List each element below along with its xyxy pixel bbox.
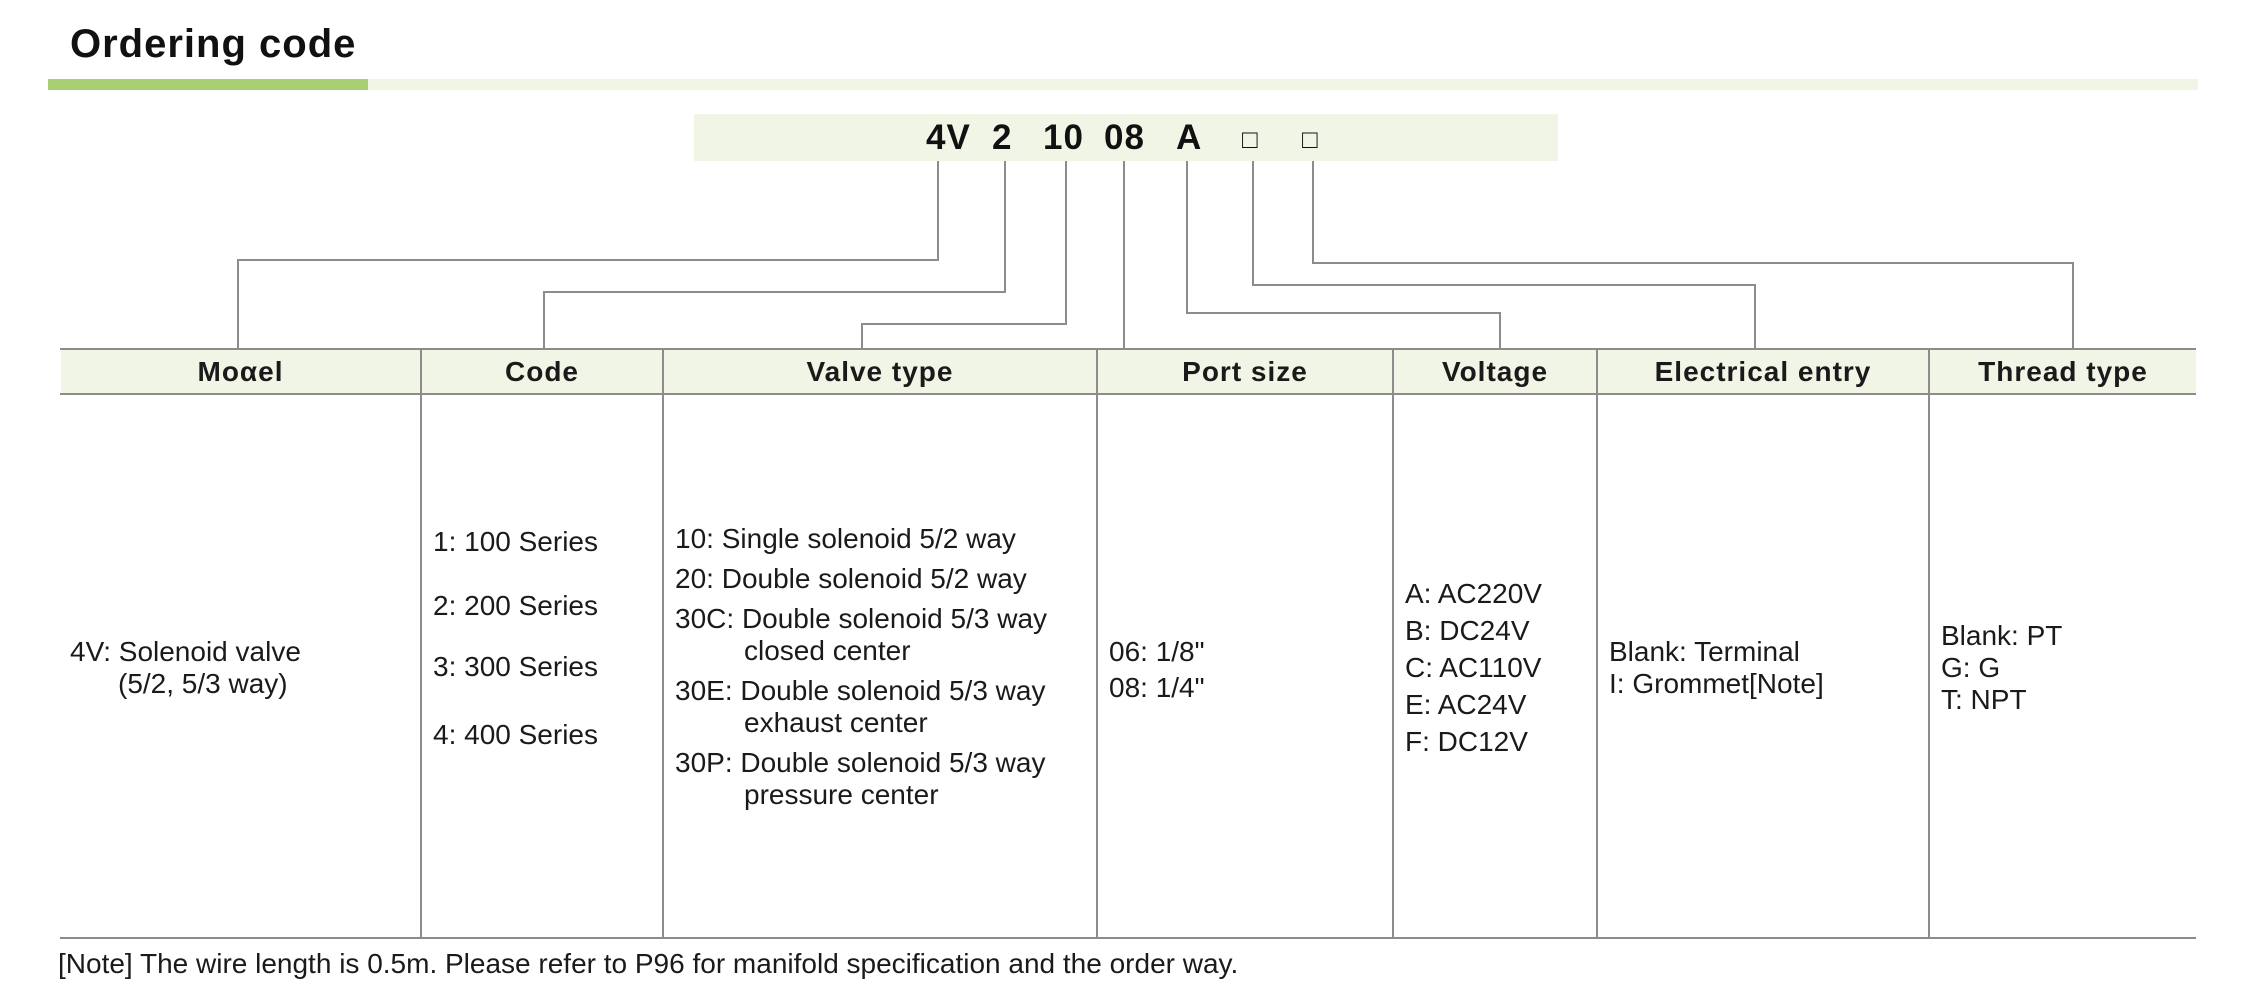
list-item: 30P: Double solenoid 5/3 way pressure ce… [675,747,1047,811]
list-item: 08: 1/4" [1109,672,1205,703]
connector-valve-type [861,161,1067,350]
page-title: Ordering code [70,22,357,66]
list-item: Blank: Terminal [1609,636,1800,667]
list-item: B: DC24V [1405,615,1530,646]
valve-code: 30P: [675,747,733,778]
valve-desc-2: pressure center [744,779,939,810]
code-segment-electrical-entry: □ [1242,124,1259,154]
valve-desc: Double solenoid 5/3 way [740,675,1046,706]
connector-thread-type [1312,161,2074,350]
connector-electrical-entry [1252,161,1756,350]
model-line: 4V: Solenoid valve [70,636,301,667]
list-item: C: AC110V [1405,652,1542,683]
list-item: Blank: PT [1941,620,2063,651]
header-code: Code [422,350,662,393]
ordering-code-box [694,114,1558,161]
code-segment-series: 2 [992,118,1013,157]
code-cell: 1: 100 Series 2: 200 Series 3: 300 Serie… [433,526,598,751]
title-underline [48,79,2198,90]
header-electrical-entry: Electrical entry [1598,350,1928,393]
header-thread-type: Thread type [1930,350,2196,393]
list-item: T: NPT [1941,684,2027,715]
code-segment-port-size: 08 [1104,118,1145,157]
list-item: 10: Single solenoid 5/2 way [675,523,1047,563]
connector-voltage [1186,161,1501,350]
valve-desc-2: exhaust center [744,707,928,738]
code-segment-valve-type: 10 [1043,118,1084,157]
model-cell: 4V: Solenoid valve (5/2, 5/3 way) [70,636,301,700]
electrical-entry-cell: Blank: Terminal I: Grommet[Note] [1609,636,1824,700]
header-valve-type: Valve type [664,350,1096,393]
list-item: 2: 200 Series [433,590,598,621]
valve-desc-2: closed center [744,635,911,666]
code-segment-voltage: A [1176,118,1203,157]
connector-code [543,161,1006,350]
list-item: G: G [1941,652,2001,683]
list-item: I: Grommet[Note] [1609,668,1824,699]
header-voltage: Voltage [1394,350,1596,393]
footnote: [Note] The wire length is 0.5m. Please r… [58,948,1239,979]
valve-desc: Single solenoid 5/2 way [721,523,1016,554]
valve-code: 10: [675,523,714,554]
voltage-cell: A: AC220V B: DC24V C: AC110V E: AC24V F:… [1405,575,1542,760]
list-item: 20: Double solenoid 5/2 way [675,563,1047,603]
list-item: 30E: Double solenoid 5/3 way exhaust cen… [675,675,1047,747]
list-item: E: AC24V [1405,689,1527,720]
list-item: 3: 300 Series [433,651,598,682]
valve-desc: Double solenoid 5/3 way [741,603,1048,634]
header-port-size: Port size [1098,350,1392,393]
list-item: A: AC220V [1405,578,1542,609]
valve-type-cell: 10: Single solenoid 5/2 way 20: Double s… [675,523,1047,811]
list-item: F: DC12V [1405,726,1528,757]
valve-code: 30C: [675,603,735,634]
valve-desc: Double solenoid 5/3 way [740,747,1046,778]
code-segment-thread-type: □ [1302,124,1319,154]
title-underline-accent [48,79,368,90]
connector-model [237,161,939,350]
list-item: 1: 100 Series [433,526,598,557]
code-segment-model: 4V [926,118,971,157]
valve-code: 20: [675,563,714,594]
port-size-cell: 06: 1/8" 08: 1/4" [1109,634,1205,706]
list-item: 30C: Double solenoid 5/3 way closed cent… [675,603,1047,675]
model-line: (5/2, 5/3 way) [118,668,288,699]
valve-desc: Double solenoid 5/2 way [721,563,1027,594]
header-model: Moαel [61,350,420,393]
list-item: 06: 1/8" [1109,636,1205,667]
list-item: 4: 400 Series [433,719,598,750]
thread-type-cell: Blank: PT G: G T: NPT [1941,620,2062,716]
valve-code: 30E: [675,675,733,706]
